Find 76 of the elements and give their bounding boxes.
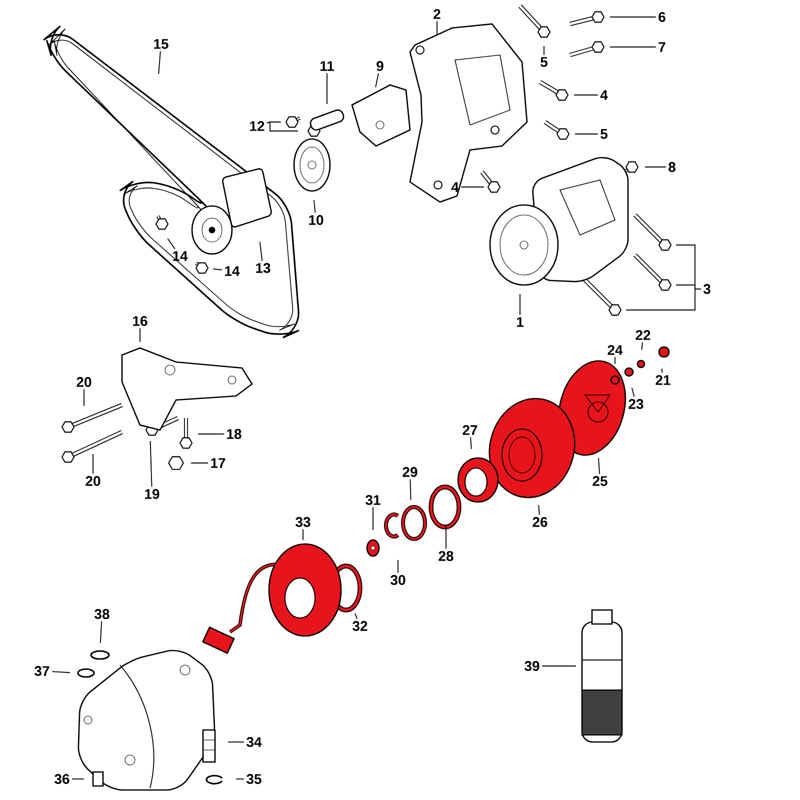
callout-number: 23: [628, 399, 644, 409]
callout-number: 20: [76, 377, 92, 387]
leader-line: [626, 288, 702, 310]
callout-number: 39: [524, 661, 540, 671]
leader-line: [641, 342, 643, 350]
callout-number: 8: [668, 162, 676, 172]
callout-number: 10: [309, 215, 324, 225]
callout-number: 35: [246, 774, 262, 784]
leader-line: [614, 356, 616, 364]
callout-number: 21: [656, 375, 670, 385]
leader-line: [313, 200, 316, 214]
callout-number: 16: [133, 316, 148, 326]
leader-line: [326, 72, 328, 104]
callout-number: 3: [703, 284, 710, 294]
callout-number: 13: [256, 263, 270, 273]
callout-number: 27: [462, 425, 478, 435]
callout-number: 12: [250, 121, 264, 131]
callout-number: 4: [600, 90, 608, 100]
callout-number: 11: [320, 61, 334, 71]
callout-number: 31: [366, 495, 380, 505]
callout-number: 32: [352, 621, 368, 631]
leader-line: [372, 506, 374, 530]
callout-number: 25: [592, 476, 608, 486]
leader-line: [158, 50, 161, 74]
callout-number: 19: [145, 489, 160, 499]
callout-number: 4: [451, 182, 459, 192]
callout-number: 26: [532, 517, 548, 527]
callout-number: 22: [636, 330, 650, 340]
leader-line: [436, 20, 438, 34]
leader-line: [598, 458, 600, 474]
leader-line: [574, 94, 598, 96]
callout-number: 33: [296, 517, 310, 527]
callout-number: 7: [658, 42, 666, 52]
leader-line: [52, 671, 70, 674]
leader-line: [72, 778, 84, 780]
callout-number: 36: [54, 774, 70, 784]
leader-line: [610, 46, 656, 48]
callout-number: 18: [227, 429, 242, 439]
leader-line: [538, 504, 540, 516]
leader-line: [100, 620, 102, 644]
leader-line: [460, 186, 484, 188]
leader-line: [302, 528, 304, 540]
leader-line: [631, 387, 635, 398]
leader-line: [236, 778, 244, 780]
leader-line: [661, 368, 663, 374]
leader-line: [354, 612, 358, 620]
leader-line: [212, 268, 222, 270]
leader-line: [150, 440, 152, 488]
leader-line: [644, 166, 666, 168]
leader-line: [167, 238, 176, 250]
callout-number: 1: [517, 317, 524, 327]
callout-number: 37: [34, 666, 50, 676]
callout-number: 38: [94, 609, 110, 619]
callout-number: 5: [540, 57, 548, 67]
callout-number: 14: [225, 266, 240, 276]
callout-number: 6: [658, 12, 666, 22]
leader-line: [470, 436, 472, 450]
callout-number: 5: [600, 129, 608, 139]
callout-number: 9: [376, 61, 384, 71]
callout-number: 29: [402, 467, 418, 477]
leader-line: [92, 454, 94, 474]
callout-number: 24: [608, 345, 623, 355]
callout-number: 14: [173, 251, 188, 261]
callout-number: 28: [438, 551, 454, 561]
leader-line: [259, 241, 263, 262]
callout-number: 20: [86, 476, 100, 486]
leader-line: [610, 16, 656, 18]
leader-line: [190, 462, 208, 464]
leader-line: [266, 121, 298, 132]
callout-number: 30: [390, 575, 406, 585]
leader-line: [410, 478, 412, 500]
leader-line: [375, 72, 379, 88]
callout-number: 15: [154, 39, 168, 49]
callout-number: 34: [246, 737, 262, 747]
callout-number: 2: [434, 9, 440, 19]
callout-number: 17: [211, 458, 226, 468]
